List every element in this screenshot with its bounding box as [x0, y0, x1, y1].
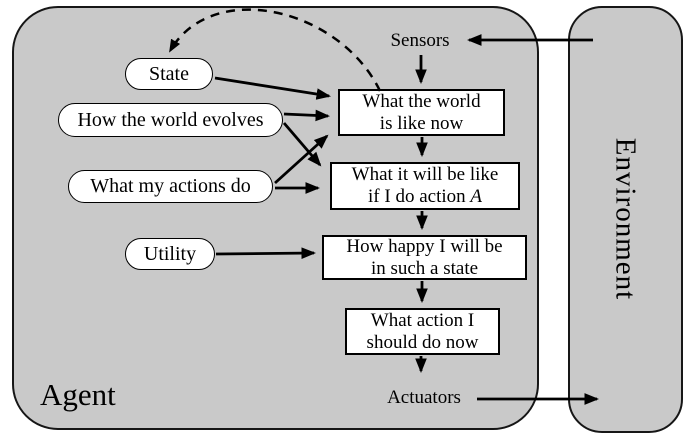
box-happiness-line2: in such a state — [370, 257, 479, 279]
node-state-label: State — [149, 62, 189, 85]
box-action-line1: What action I — [370, 309, 475, 331]
node-what-actions-do-label: What my actions do — [90, 175, 251, 197]
box-happiness-line1: How happy I will be — [346, 235, 503, 257]
environment-label: Environment — [609, 137, 642, 301]
node-utility: Utility — [125, 238, 215, 270]
node-state: State — [125, 58, 213, 90]
box-if-action-line2-prefix: if I do action — [368, 186, 471, 207]
actuators-label: Actuators — [387, 387, 461, 408]
box-action-line2: should do now — [366, 331, 479, 353]
box-if-action-line2: if I do action A — [368, 186, 482, 208]
box-if-action-line1: What it will be like — [351, 164, 499, 185]
box-what-it-will-be-like-if-i-do-action-a: What it will be like if I do action A — [330, 162, 520, 210]
box-what-action-i-should-do-now: What action I should do now — [345, 308, 500, 355]
agent-label: Agent — [40, 377, 116, 412]
box-world-now-line2: is like now — [379, 112, 464, 134]
agent-panel — [12, 6, 539, 430]
box-how-happy-i-will-be: How happy I will be in such a state — [322, 235, 527, 280]
node-how-world-evolves: How the world evolves — [58, 103, 283, 137]
node-utility-label: Utility — [143, 242, 197, 265]
box-if-action-line2-italic: A — [470, 186, 482, 207]
box-world-now-line1: What the world — [362, 90, 481, 112]
node-what-actions-do: What my actions do — [68, 170, 273, 203]
sensors-label: Sensors — [390, 30, 450, 51]
box-what-the-world-is-like-now: What the world is like now — [338, 89, 505, 136]
node-how-world-evolves-label: How the world evolves — [77, 108, 264, 131]
environment-panel — [568, 6, 683, 433]
